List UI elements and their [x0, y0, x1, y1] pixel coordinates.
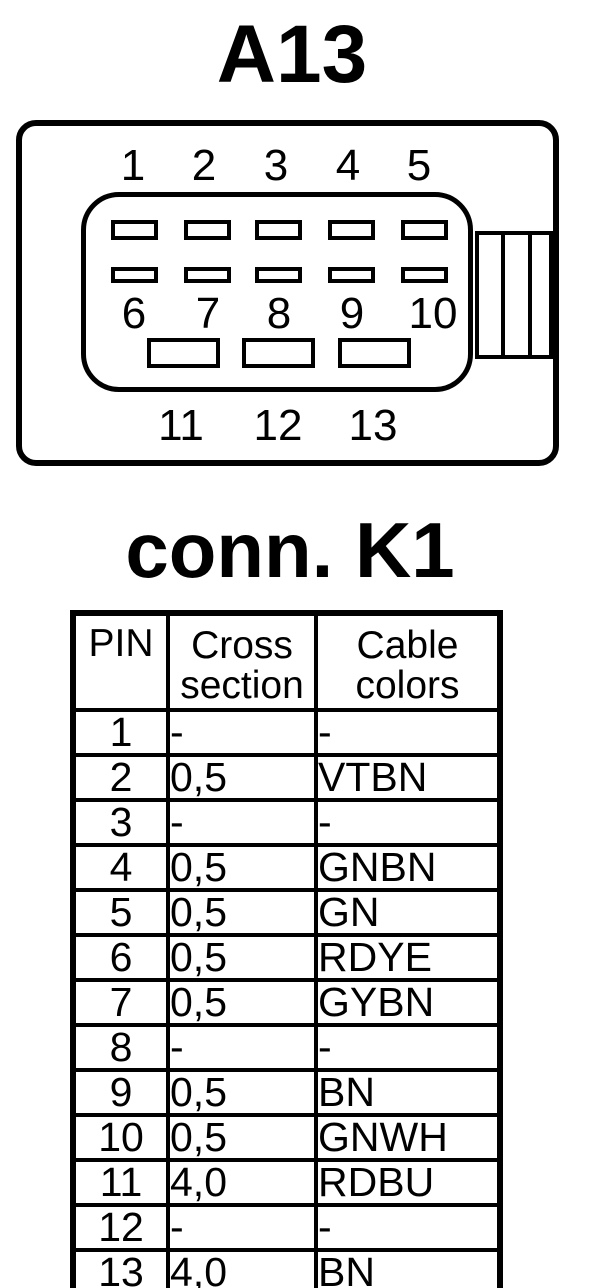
cell-pin-row3: 3 [71, 798, 170, 847]
cell-cross-section-row10: 0,5 [166, 1113, 318, 1162]
cell-cable-colors-row5: GN [314, 888, 502, 937]
header-line: section [180, 664, 304, 707]
pin-slot-10 [401, 267, 448, 283]
pin-label-7: 7 [195, 289, 221, 338]
pin-label-6: 6 [121, 289, 147, 338]
cell-cross-section-row13: 4,0 [166, 1248, 318, 1288]
header-line: Cable [356, 624, 459, 667]
header-line: colors [355, 664, 460, 707]
cell-cross-section-row7: 0,5 [166, 978, 318, 1027]
cell-pin-row2: 2 [71, 753, 170, 802]
cell-cable-colors-row12: - [314, 1203, 502, 1252]
cell-cross-section-row6: 0,5 [166, 933, 318, 982]
pin-slot-13 [338, 338, 411, 368]
cell-cable-colors-row1: - [314, 708, 502, 757]
pin-label-1: 1 [120, 141, 146, 190]
cell-cable-colors-row6: RDYE [314, 933, 502, 982]
cell-cable-colors-row10: GNWH [314, 1113, 502, 1162]
connector-latch-ribs [475, 231, 553, 359]
latch-rib-line [528, 231, 532, 359]
cell-cross-section-row4: 0,5 [166, 843, 318, 892]
cell-cable-colors-row7: GYBN [314, 978, 502, 1027]
cell-cross-section-row2: 0,5 [166, 753, 318, 802]
cell-pin-row11: 11 [71, 1158, 170, 1207]
cell-pin-row9: 9 [71, 1068, 170, 1117]
cell-cable-colors-row4: GNBN [314, 843, 502, 892]
pin-label-11: 11 [158, 401, 204, 450]
cell-pin-row12: 12 [71, 1203, 170, 1252]
pin-slot-8 [255, 267, 302, 283]
pin-label-10: 10 [408, 289, 458, 338]
pin-slot-6 [111, 267, 158, 283]
cell-cross-section-row12: - [166, 1203, 318, 1252]
cell-pin-row5: 5 [71, 888, 170, 937]
pin-label-5: 5 [406, 141, 432, 190]
cell-cable-colors-row8: - [314, 1023, 502, 1072]
pin-label-3: 3 [263, 141, 289, 190]
cell-pin-row10: 10 [71, 1113, 170, 1162]
cell-cable-colors-row2: VTBN [314, 753, 502, 802]
table-row: 3-- [71, 798, 502, 847]
page-title: A13 [216, 9, 368, 100]
cell-pin-row8: 8 [71, 1023, 170, 1072]
cell-pin-row13: 13 [71, 1248, 170, 1288]
cell-pin-row4: 4 [71, 843, 170, 892]
pin-slot-3 [255, 220, 302, 240]
cell-cable-colors-row11: RDBU [314, 1158, 502, 1207]
cell-cross-section-row5: 0,5 [166, 888, 318, 937]
pin-label-9: 9 [339, 289, 365, 338]
pin-slot-9 [328, 267, 375, 283]
pin-label-4: 4 [335, 141, 361, 190]
pin-slot-1 [111, 220, 158, 240]
cell-cross-section-row11: 4,0 [166, 1158, 318, 1207]
cell-cross-section-row9: 0,5 [166, 1068, 318, 1117]
cell-cross-section-row3: - [166, 798, 318, 847]
cell-pin-row6: 6 [71, 933, 170, 982]
latch-rib-line [501, 231, 505, 359]
pin-slot-12 [242, 338, 315, 368]
header-line: Cross [191, 624, 293, 667]
column-header-pin: PIN [71, 611, 170, 712]
header-line: PIN [88, 622, 154, 665]
cell-pin-row1: 1 [71, 708, 170, 757]
table-row: 12-- [71, 1203, 502, 1252]
connector-caption: conn. K1 [125, 506, 455, 594]
cell-cable-colors-row9: BN [314, 1068, 502, 1117]
pin-label-13: 13 [348, 401, 398, 450]
pin-label-12: 12 [253, 401, 303, 450]
cell-cross-section-row1: - [166, 708, 318, 757]
pin-slot-7 [184, 267, 231, 283]
cell-cable-colors-row13: BN [314, 1248, 502, 1288]
table-row: 8-- [71, 1023, 502, 1072]
pin-label-2: 2 [191, 141, 217, 190]
table-row: 1-- [71, 708, 502, 757]
cell-pin-row7: 7 [71, 978, 170, 1027]
cell-cable-colors-row3: - [314, 798, 502, 847]
pin-slot-5 [401, 220, 448, 240]
pin-label-8: 8 [266, 289, 292, 338]
pin-slot-11 [147, 338, 220, 368]
cell-cross-section-row8: - [166, 1023, 318, 1072]
pin-slot-2 [184, 220, 231, 240]
pin-slot-4 [328, 220, 375, 240]
